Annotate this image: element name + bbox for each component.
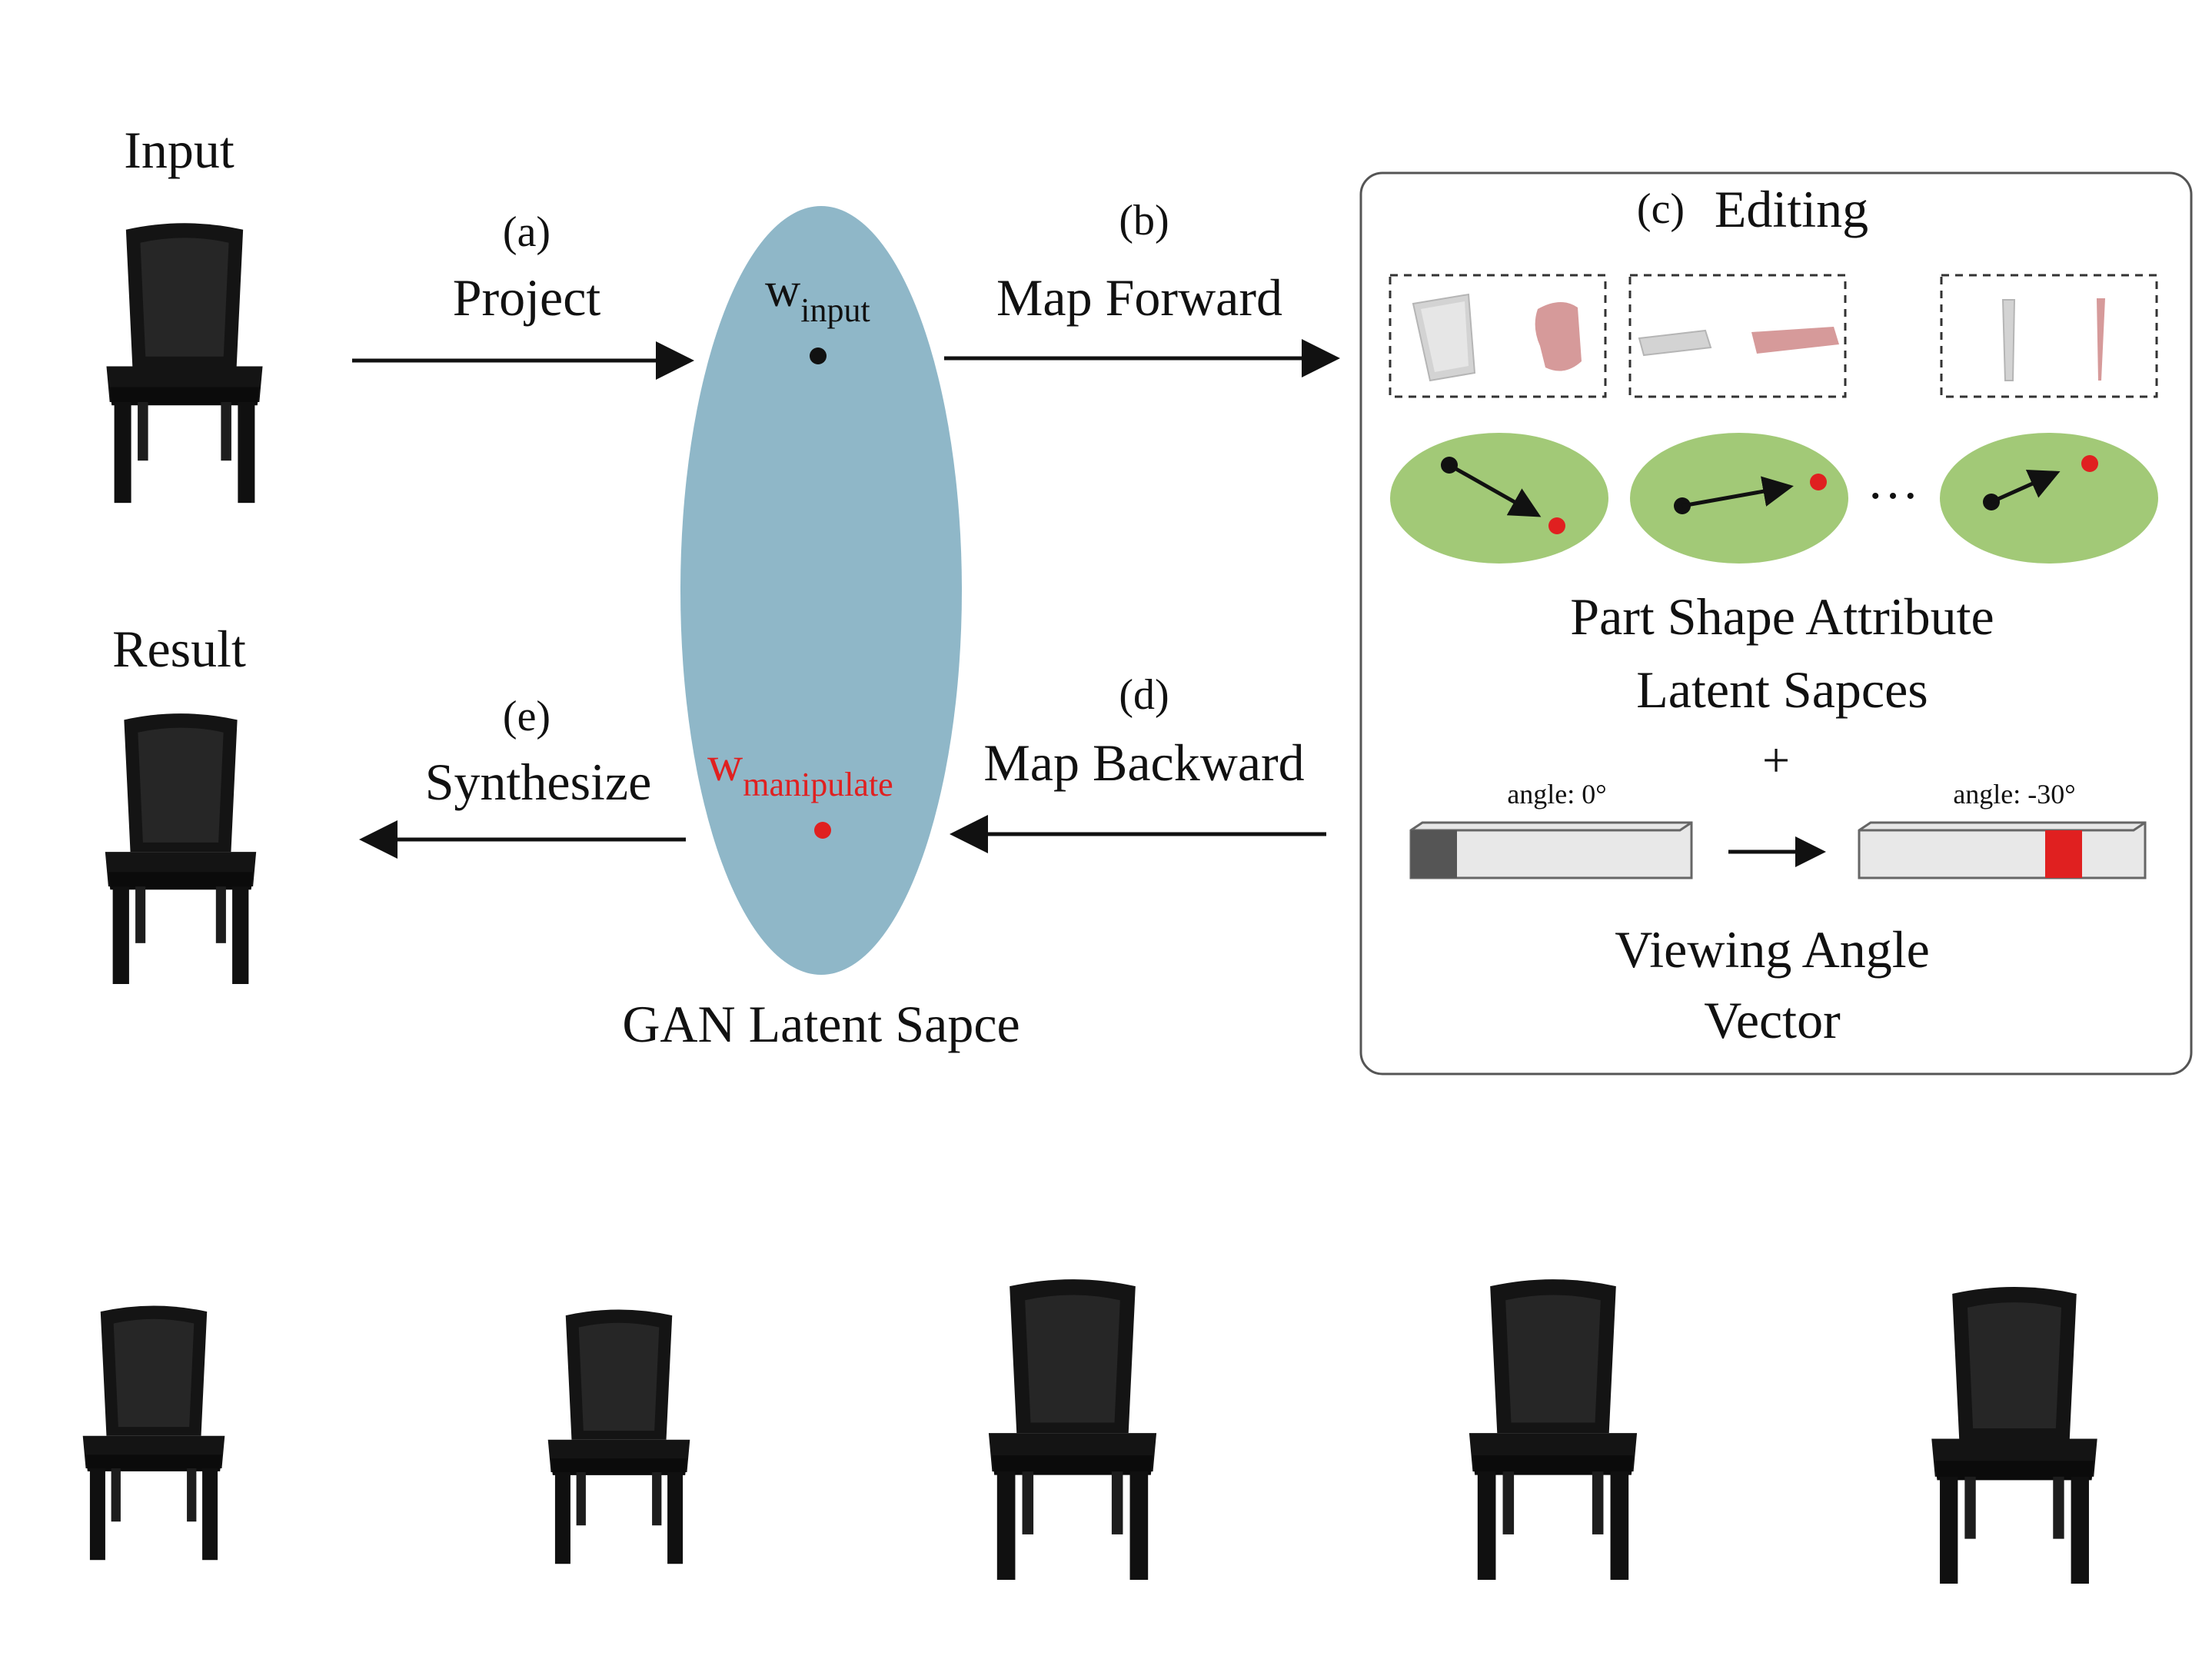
viewing-angle-line1: Viewing Angle (1615, 920, 1930, 979)
attr3-arrow (1990, 470, 2061, 504)
part-attribute-line2: Latent Sapces (1636, 660, 1928, 719)
attr2-end-point (1810, 474, 1827, 490)
attribute-space-2 (1630, 433, 1848, 564)
result-chair-4 (1469, 1279, 1638, 1580)
ellipsis-dots: … (1867, 451, 1919, 510)
attr2-arrow (1681, 476, 1794, 508)
step-e-label: (e) (503, 693, 551, 740)
attr1-end-point (1548, 517, 1565, 534)
result-chair-1 (82, 1305, 225, 1561)
plus-sign: + (1762, 733, 1790, 787)
seat-part-icon (1638, 327, 1839, 357)
angle-vector-after (1858, 821, 2147, 879)
result-chair-3 (988, 1279, 1157, 1580)
attr3-end-point (2081, 455, 2098, 472)
angle-after-label: angle: -30° (1953, 779, 2075, 810)
project-label: Project (453, 268, 601, 327)
part-box-backrest (1389, 274, 1607, 398)
viewing-angle-line2: Vector (1704, 991, 1841, 1049)
attr1-arrow (1448, 463, 1542, 517)
step-a-label: (a) (503, 208, 551, 256)
step-d-label: (d) (1119, 671, 1169, 719)
result-chair-5 (1931, 1286, 2097, 1584)
leg-part-icon (2001, 298, 2105, 381)
result-chair-image (105, 713, 257, 984)
attribute-space-3 (1940, 433, 2158, 564)
w-manipulate-point (814, 822, 831, 839)
w-input-label: winput (765, 262, 870, 329)
map-forward-label: Map Forward (996, 268, 1282, 327)
angle-before-label: angle: 0° (1507, 779, 1606, 810)
editing-title: Editing (1715, 180, 1868, 238)
w-manipulate-label: wmanipulate (707, 736, 893, 803)
gan-latent-space-label: GAN Latent Sapce (622, 995, 1020, 1053)
part-box-leg (1940, 274, 2158, 398)
synthesize-label: Synthesize (425, 753, 652, 811)
attribute-space-1 (1390, 433, 1608, 564)
gan-latent-space (680, 206, 962, 975)
map-backward-label: Map Backward (983, 733, 1304, 792)
input-label: Input (124, 121, 235, 179)
step-b-label: (b) (1119, 197, 1169, 244)
result-chair-2 (547, 1309, 690, 1564)
w-input-point (810, 347, 827, 364)
part-attribute-line1: Part Shape Attribute (1570, 587, 1994, 646)
input-chair-image (106, 223, 263, 504)
result-label: Result (112, 620, 246, 678)
backrest-part-icon (1412, 293, 1582, 382)
part-box-seat (1628, 274, 1847, 398)
angle-vector-before (1409, 821, 1693, 879)
step-c-label: (c) (1637, 185, 1685, 233)
